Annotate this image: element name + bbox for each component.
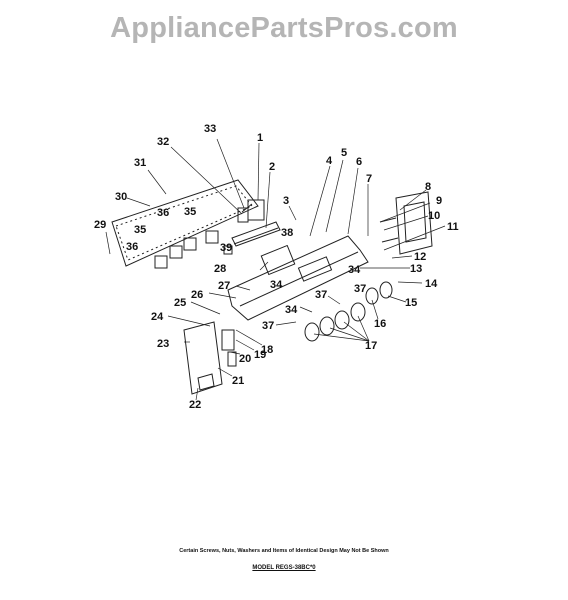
callout-label: 35 (184, 206, 196, 218)
burner-knobs (304, 281, 393, 342)
callout-label: 2 (269, 161, 275, 173)
callout-label: 19 (254, 349, 266, 361)
control-panel (227, 235, 369, 321)
callout-label: 14 (425, 278, 438, 290)
callout-label: 24 (151, 311, 164, 323)
callout-label: 32 (157, 136, 169, 148)
callout-label: 30 (115, 191, 127, 203)
callout-label: 10 (428, 210, 440, 222)
leader-lines (105, 138, 446, 401)
callout-label: 3 (283, 195, 289, 207)
part-callouts: 1 2 3 4 5 6 7 8 9 10 11 12 13 14 15 16 1… (94, 123, 459, 411)
callout-label: 29 (94, 219, 106, 231)
switch-bracket (231, 221, 281, 247)
callout-label: 33 (204, 123, 216, 135)
push-buttons (154, 230, 233, 269)
model-label: MODEL REGS-38BC*0 (252, 565, 316, 571)
callout-label: 18 (261, 344, 273, 356)
callout-label: 1 (257, 132, 263, 144)
callout-label: 35 (134, 224, 146, 236)
callout-label: 21 (232, 375, 244, 387)
callout-label: 6 (356, 156, 362, 168)
callout-label: 12 (414, 251, 426, 263)
callout-label: 4 (326, 155, 333, 167)
callout-label: 37 (315, 289, 327, 301)
callout-label: 22 (189, 399, 201, 411)
callout-label: 11 (447, 221, 459, 233)
callout-label: 36 (157, 207, 169, 219)
callout-label: 20 (239, 353, 251, 365)
disclaimer-note: Certain Screws, Nuts, Washers and Items … (179, 548, 389, 554)
callout-label: 8 (425, 181, 431, 193)
callout-label: 28 (214, 263, 226, 275)
callout-label: 37 (354, 283, 366, 295)
callout-label: 25 (174, 297, 186, 309)
callout-label: 37 (262, 320, 274, 332)
callout-label: 23 (157, 338, 169, 350)
callout-label: 17 (365, 340, 377, 352)
watermark: AppliancePartsPros.com (110, 12, 458, 44)
callout-label: 39 (220, 242, 232, 254)
callout-label: 34 (348, 264, 361, 276)
callout-label: 38 (281, 227, 293, 239)
callout-label: 16 (374, 318, 386, 330)
callout-label: 34 (270, 279, 283, 291)
callout-label: 31 (134, 157, 146, 169)
lower-switch-assembly (183, 321, 237, 395)
callout-label: 27 (218, 280, 230, 292)
callout-label: 9 (436, 195, 442, 207)
callout-label: 5 (341, 147, 347, 159)
clock-housing (237, 199, 265, 223)
callout-label: 7 (366, 173, 372, 185)
callout-label: 13 (410, 263, 422, 275)
callout-label: 34 (285, 304, 298, 316)
callout-label: 15 (405, 297, 417, 309)
callout-label: 26 (191, 289, 203, 301)
glass-panel (111, 179, 259, 267)
callout-label: 36 (126, 241, 138, 253)
